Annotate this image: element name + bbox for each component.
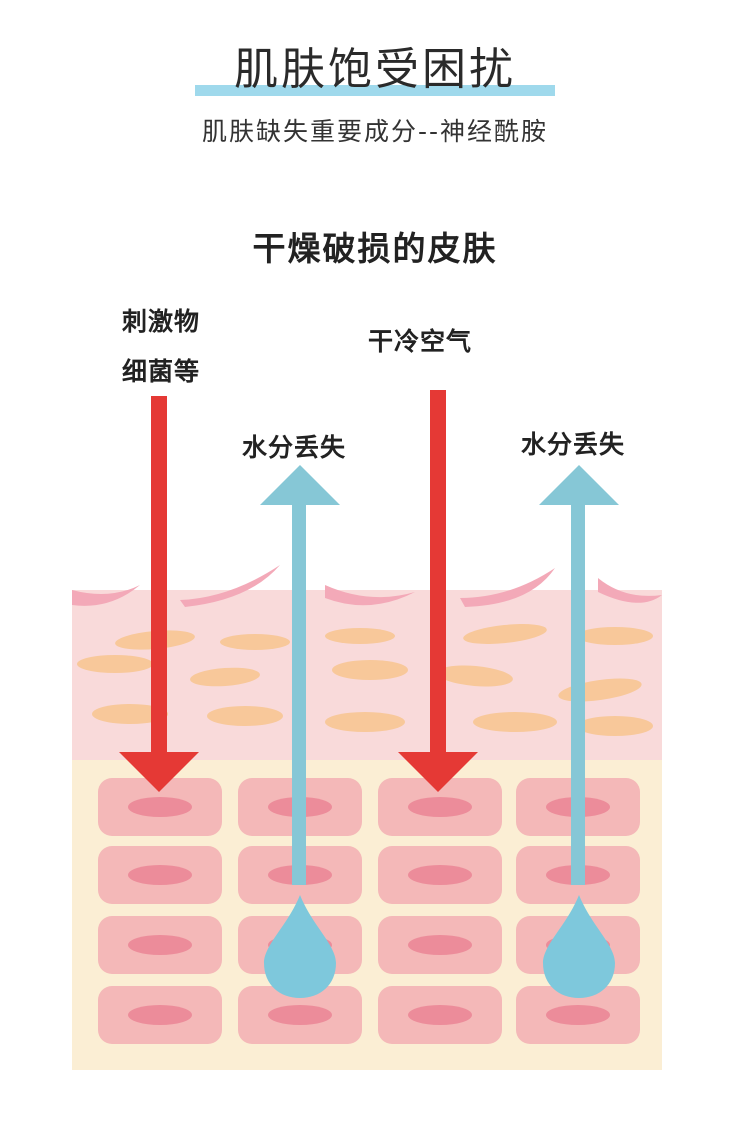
flat-cell xyxy=(190,667,260,687)
page-title: 肌肤饱受困扰 xyxy=(234,44,516,95)
label-cold-air: 干冷空气 xyxy=(368,327,473,356)
arrow-up-icon xyxy=(539,465,619,885)
flat-cell xyxy=(463,624,547,644)
page-header: 肌肤饱受困扰 肌肤缺失重要成分--神经酰胺 xyxy=(0,0,750,170)
water-drop-icon xyxy=(264,895,336,998)
title-underline xyxy=(195,85,555,96)
flat-cell xyxy=(577,716,653,736)
flat-cell xyxy=(332,660,408,680)
title-block: 肌肤饱受困扰 xyxy=(195,40,555,100)
cell-nucleus xyxy=(128,797,192,817)
label-irritants-line1: 刺激物 xyxy=(122,307,201,336)
page-subtitle: 肌肤缺失重要成分--神经酰胺 xyxy=(201,117,549,146)
arrow-down-icon xyxy=(398,390,478,792)
skin-scale xyxy=(72,585,140,606)
flat-cell xyxy=(473,712,557,732)
skin-scale xyxy=(180,565,280,607)
cell-nucleus xyxy=(128,865,192,885)
cell-nucleus xyxy=(128,935,192,955)
flat-cell xyxy=(220,634,290,650)
cell-nucleus xyxy=(408,1005,472,1025)
flat-cell xyxy=(577,627,653,645)
skin-scale xyxy=(460,568,555,607)
cell-nucleus xyxy=(408,797,472,817)
flat-cell xyxy=(77,655,153,673)
cell-nucleus xyxy=(408,935,472,955)
arrow-up-icon xyxy=(260,465,340,885)
cell-nucleus xyxy=(268,1005,332,1025)
label-water-loss-left: 水分丢失 xyxy=(242,433,347,462)
label-irritants-line2: 细菌等 xyxy=(122,357,201,386)
flat-cell xyxy=(207,706,283,726)
water-drop-icon xyxy=(543,895,615,998)
label-water-loss-right: 水分丢失 xyxy=(521,430,626,459)
skin-scale xyxy=(325,585,415,606)
skin-surface-scales xyxy=(72,565,662,607)
flat-cell xyxy=(325,712,405,732)
cell-nucleus xyxy=(546,1005,610,1025)
diagram-title: 干燥破损的皮肤 xyxy=(252,229,498,268)
flat-cell xyxy=(437,665,513,687)
arrow-down-icon xyxy=(119,396,199,792)
flat-cell xyxy=(325,628,395,644)
flat-cell xyxy=(92,704,168,724)
cell-nucleus xyxy=(408,865,472,885)
cell-nucleus xyxy=(128,1005,192,1025)
skin-scale xyxy=(598,578,662,603)
